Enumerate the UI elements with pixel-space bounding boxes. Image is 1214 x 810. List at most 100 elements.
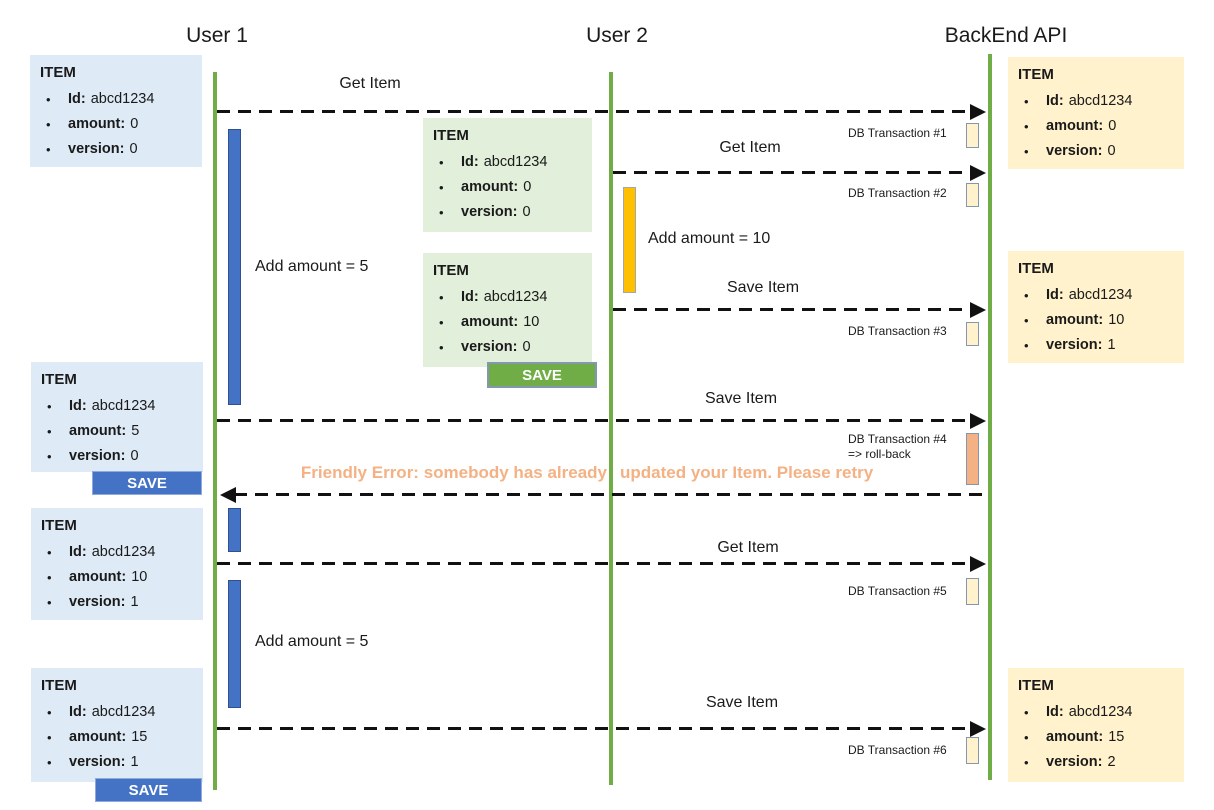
message-label: Get Item (717, 539, 779, 556)
item-box-title: ITEM (433, 127, 469, 144)
item-field-row: •amount15 (1016, 725, 1176, 750)
field-value: 2 (1107, 754, 1116, 770)
field-value: 0 (130, 116, 139, 132)
field-key: Id (1046, 89, 1064, 114)
field-value: abcd1234 (1068, 93, 1133, 109)
item-field-row: •Idabcd1234 (39, 540, 195, 565)
item-box-title: ITEM (1018, 66, 1054, 83)
field-key: version (1046, 750, 1102, 775)
field-value: abcd1234 (90, 91, 155, 107)
arrowhead-right-icon (970, 301, 986, 318)
item-box-title: ITEM (1018, 260, 1054, 277)
field-value: 10 (1108, 312, 1125, 328)
bullet-icon: • (439, 155, 444, 170)
field-value: 10 (131, 569, 148, 585)
activation-bar-blue (228, 129, 241, 405)
item-field-row: •amount0 (431, 175, 584, 200)
field-key: Id (461, 285, 479, 310)
item-box-title: ITEM (1018, 677, 1054, 694)
bullet-icon: • (439, 290, 444, 305)
bullet-icon: • (47, 730, 52, 745)
item-field-row: •amount10 (431, 310, 584, 335)
bullet-icon: • (1024, 288, 1029, 303)
item-box-title: ITEM (41, 677, 77, 694)
db-transaction-label-text: DB Transaction #4 (848, 432, 947, 446)
field-value: 0 (129, 141, 138, 157)
error-text-part1: Friendly Error: somebody has already (300, 463, 607, 482)
item-field-row: •version0 (1016, 139, 1176, 164)
bullet-icon: • (1024, 119, 1029, 134)
bullet-icon: • (1024, 705, 1029, 720)
message-label: Get Item (339, 75, 401, 92)
bullet-icon: • (47, 595, 52, 610)
field-value: abcd1234 (483, 154, 548, 170)
lane-title-user-1: User 1 (186, 24, 248, 47)
error-text-part2: updated your Item. Please retry (620, 463, 874, 482)
item-field-row: •Idabcd1234 (39, 394, 195, 419)
db-transaction-label-text: DB Transaction #5 (848, 584, 947, 598)
bullet-icon: • (1024, 755, 1029, 770)
field-key: version (69, 444, 125, 469)
field-value: 1 (130, 594, 139, 610)
field-value: 0 (1108, 118, 1117, 134)
item-field-row: • Idabcd1234 (431, 285, 584, 310)
field-key: amount (1046, 725, 1103, 750)
field-key: amount (1046, 308, 1103, 333)
item-field-row: • version 2 (1016, 750, 1176, 775)
item-field-row: •Idabcd1234 (1016, 283, 1176, 308)
item-box-title: ITEM (40, 64, 76, 81)
field-key: Id (69, 394, 87, 419)
item-field-row: •version1 (39, 750, 195, 775)
bullet-icon: • (47, 424, 52, 439)
item-field-row: •version0 (38, 137, 194, 162)
message-label: Save Item (726, 279, 800, 296)
field-key: amount (461, 175, 518, 200)
db-transaction-box (966, 737, 979, 764)
bullet-icon: • (439, 205, 444, 220)
arrowhead-left-icon (220, 486, 236, 503)
bullet-icon: • (1024, 144, 1029, 159)
db-transaction-box (966, 433, 979, 485)
db-transaction-label: DB Transaction #6 (848, 743, 947, 758)
item-box-blue: ITEM•Idabcd1234•amount15•version1 (31, 668, 203, 782)
field-key: amount (69, 565, 126, 590)
field-key: version (1046, 139, 1102, 164)
field-value: abcd1234 (483, 289, 548, 305)
item-field-row: •version1 (1016, 333, 1176, 358)
item-box-title: ITEM (41, 371, 77, 388)
item-box-blue: ITEM•Idabcd1234•amount5•version0 (31, 362, 203, 472)
message-arrow-line (217, 562, 972, 565)
action-label: Add amount = 5 (255, 258, 369, 275)
field-value: 10 (523, 314, 540, 330)
item-box-blue: ITEM•Idabcd1234•amount10•version1 (31, 508, 203, 620)
message-label: Get Item (719, 139, 781, 156)
field-key: Id (69, 540, 87, 565)
field-value: abcd1234 (1068, 704, 1133, 720)
db-transaction-box (966, 183, 979, 207)
item-field-row: •amount10 (1016, 308, 1176, 333)
field-key: version (69, 590, 125, 615)
activation-bar-orange (623, 187, 636, 293)
save-button[interactable]: SAVE (92, 471, 202, 495)
field-key: version (69, 750, 125, 775)
message-label: Save Item (705, 694, 779, 711)
message-arrow-line (613, 308, 972, 311)
item-field-row: •Idabcd1234 (1016, 89, 1176, 114)
item-field-row: •version0 (431, 335, 584, 360)
activation-bar-blue (228, 508, 241, 552)
bullet-icon: • (439, 340, 444, 355)
field-value: abcd1234 (91, 544, 156, 560)
db-transaction-label: DB Transaction #5 (848, 584, 947, 599)
field-key: Id (1046, 283, 1064, 308)
arrowhead-right-icon (970, 164, 986, 181)
save-button[interactable]: SAVE (95, 778, 202, 802)
lane-title-backend: BackEnd API (944, 24, 1068, 47)
activation-bar-blue (228, 580, 241, 708)
item-field-row: •Idabcd1234 (39, 700, 195, 725)
db-transaction-box (966, 123, 979, 148)
field-key: amount (69, 419, 126, 444)
save-button[interactable]: SAVE (487, 362, 597, 388)
field-key: amount (69, 725, 126, 750)
field-key: amount (1046, 114, 1103, 139)
